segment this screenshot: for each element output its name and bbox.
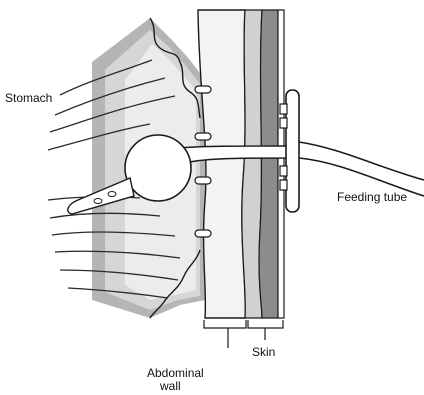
label-abdominal-wall-line1: Abdominal	[147, 366, 204, 380]
suture-mark-icon	[195, 230, 211, 237]
tube-external	[299, 142, 424, 196]
label-skin: Skin	[252, 345, 275, 359]
suture-mark-icon	[195, 86, 211, 93]
skin-bracket	[248, 320, 283, 328]
suture-mark-icon	[195, 133, 211, 140]
measure-brackets	[204, 320, 283, 348]
suture-mark-icon	[195, 177, 211, 184]
abdominal-wall-body	[198, 10, 245, 318]
external-bolster	[286, 90, 299, 212]
abdominal-wall	[198, 10, 245, 318]
abdominal-wall-bracket	[204, 320, 246, 328]
label-abdominal-wall-line2: wall	[159, 379, 181, 393]
skin-dark-layer	[259, 10, 278, 318]
skin-layers	[242, 10, 284, 318]
label-feeding-tube: Feeding tube	[337, 190, 407, 204]
label-stomach: Stomach	[5, 91, 52, 105]
internal-balloon	[125, 135, 191, 201]
skin-surface	[278, 10, 284, 318]
